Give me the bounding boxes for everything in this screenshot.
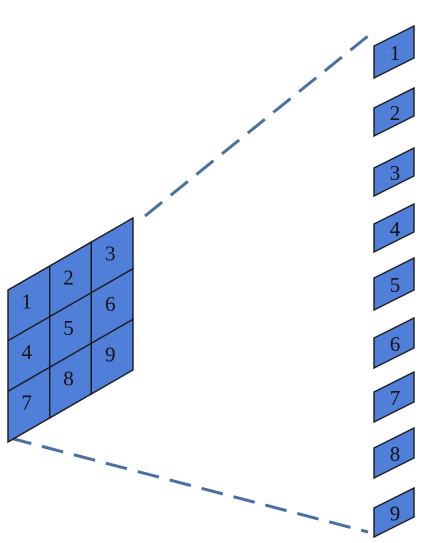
column-cell-label: 4 <box>390 217 401 241</box>
grid-cell-label: 8 <box>63 367 74 391</box>
column-cell-label: 1 <box>390 41 401 65</box>
column-cell-label: 5 <box>390 273 401 297</box>
column-cell <box>373 316 415 370</box>
grid-cell-label: 3 <box>105 241 116 265</box>
grid-cell-label: 9 <box>105 343 116 367</box>
grid-cell-label: 2 <box>63 265 74 289</box>
column-cell <box>373 24 415 80</box>
column-cell-label: 6 <box>390 332 401 356</box>
column-cell <box>373 486 415 539</box>
column-cell <box>373 370 415 424</box>
grid-cell-label: 7 <box>22 391 33 415</box>
connector-lines <box>9 34 369 534</box>
column-cell <box>373 426 415 480</box>
grid-cell <box>90 318 134 396</box>
column-cell <box>373 202 415 254</box>
connector-bottom <box>9 436 369 534</box>
column-cell-label: 9 <box>390 502 401 526</box>
grid-cell-label: 5 <box>63 316 74 340</box>
grid-cell-label: 4 <box>22 340 33 364</box>
input-grid: 1 2 3 4 5 6 7 8 9 <box>7 216 134 444</box>
column-cell <box>373 256 415 312</box>
column-cell-label: 2 <box>390 101 401 125</box>
column-cell <box>373 146 415 198</box>
grid-cell-label: 1 <box>22 289 33 313</box>
column-cell-label: 3 <box>390 161 401 185</box>
column-cell-label: 8 <box>390 442 401 466</box>
flattened-column: 1 2 3 4 5 6 7 8 9 <box>373 24 415 539</box>
grid-cell-label: 6 <box>105 292 116 316</box>
column-cell-label: 7 <box>390 386 401 410</box>
column-cell <box>373 86 415 138</box>
connector-top <box>144 34 369 218</box>
